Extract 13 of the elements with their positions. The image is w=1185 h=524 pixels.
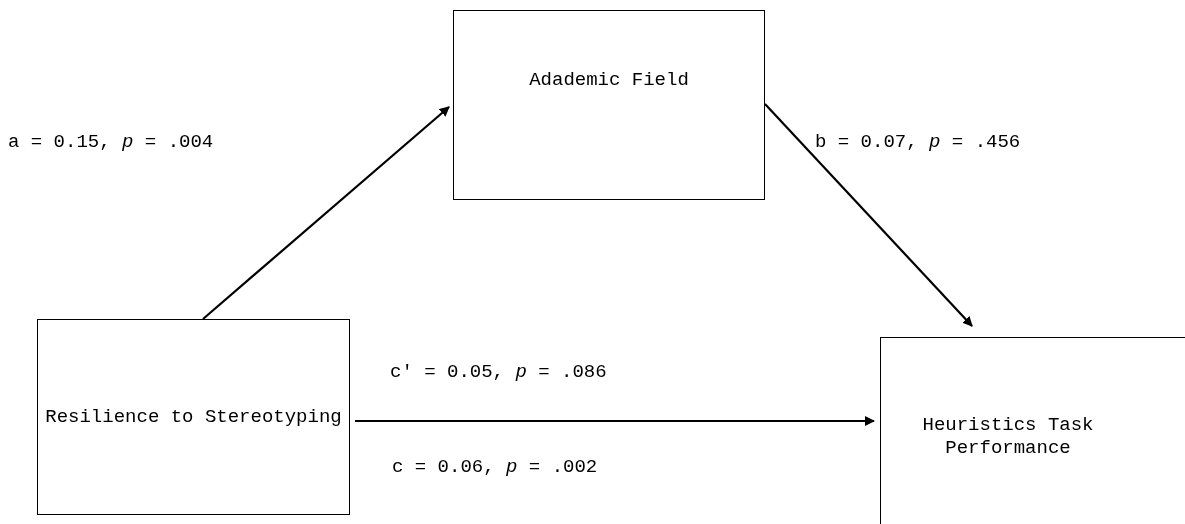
arrow (764, 103, 973, 327)
arrow (202, 106, 450, 320)
variable-box (453, 10, 765, 200)
path-coefficient: c′ = 0.05, p = .086 (390, 361, 607, 383)
node-text: Adademic Field (529, 69, 689, 92)
arrow (355, 416, 875, 426)
variable-box (880, 337, 1185, 524)
path-coefficient: c = 0.06, p = .002 (392, 456, 598, 478)
node-text: Heuristics Task Performance (921, 414, 1095, 460)
node-text: Resilience to Stereotyping (45, 405, 342, 429)
path-coefficient: a = 0.15, p = .004 (8, 131, 214, 153)
path-coefficient: b = 0.07, p = .456 (815, 131, 1021, 153)
variable-box (37, 319, 350, 515)
